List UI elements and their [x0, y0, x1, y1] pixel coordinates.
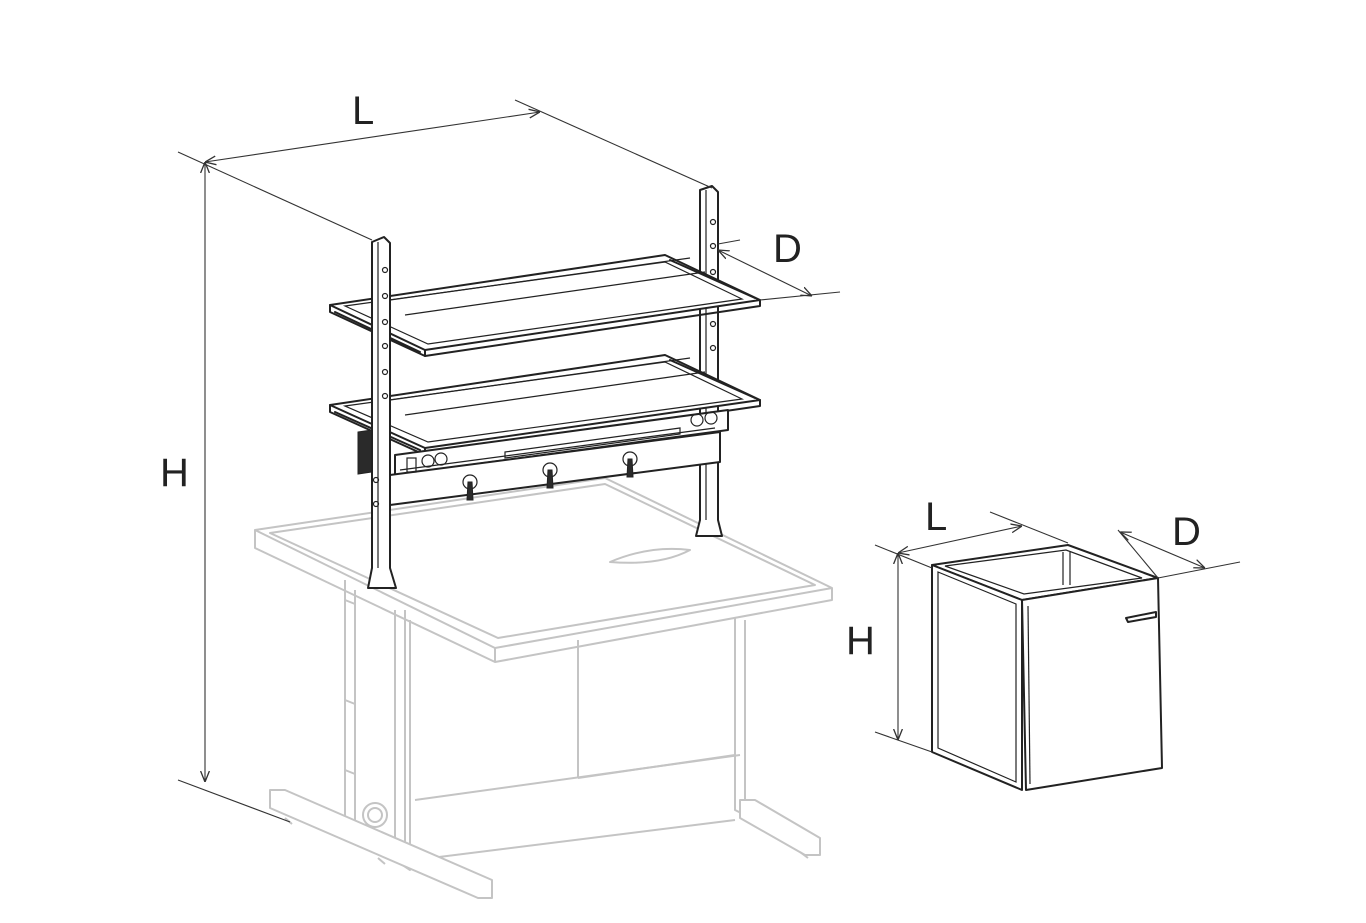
cabinet: [931, 544, 1163, 791]
gas-valve-icon: [542, 462, 558, 489]
socket-icon: [421, 454, 435, 468]
right-height-label: H: [846, 619, 875, 663]
upper-shelf: [329, 254, 761, 357]
socket-icon: [434, 452, 448, 466]
left-length-label: L: [352, 89, 374, 133]
service-panel: [357, 409, 729, 506]
right-length-label: L: [925, 495, 947, 539]
gas-valve-icon: [462, 474, 478, 501]
socket-icon: [704, 411, 718, 425]
left-dimensions: [177, 99, 841, 823]
lab-table-ghost: [254, 477, 833, 899]
socket-icon: [690, 413, 704, 427]
cable-grommet-ghost: [609, 547, 691, 564]
gas-valve-icon: [622, 451, 638, 478]
handle-icon: [1125, 611, 1157, 623]
left-height-label: H: [160, 451, 189, 495]
shelving-unit: [329, 185, 761, 589]
left-depth-label: D: [773, 227, 802, 271]
right-dimensions: [874, 511, 1241, 753]
right-depth-label: D: [1172, 510, 1201, 554]
